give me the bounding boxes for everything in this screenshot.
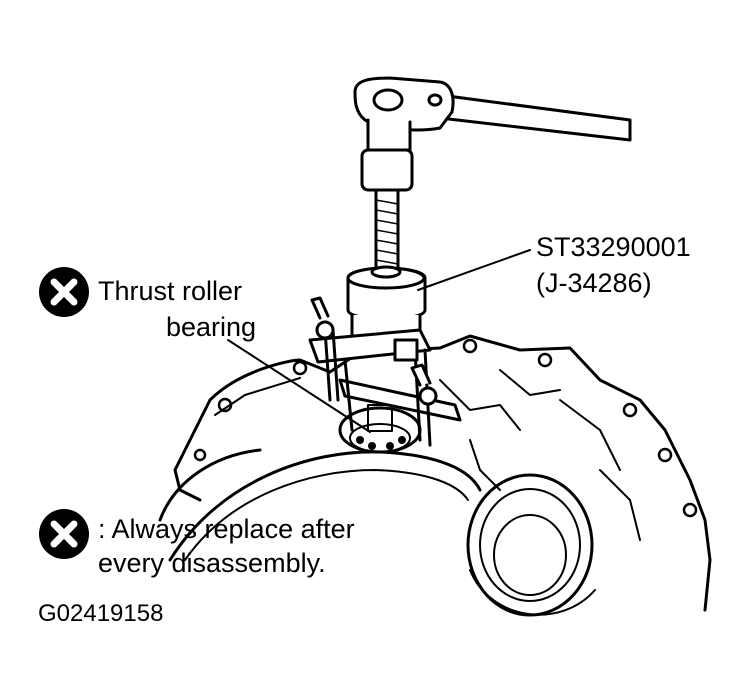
x-circle-icon: [39, 267, 89, 317]
legend-line2: every disassembly.: [98, 548, 326, 578]
part-label-line1: Thrust roller: [98, 276, 243, 306]
tool-alt-number-label: (J-34286): [536, 268, 652, 298]
bearing-leader-line: [227, 339, 371, 433]
part-label-line2: bearing: [166, 312, 257, 342]
figure-id: G02419158: [38, 600, 164, 627]
tool-leader-line: [417, 249, 531, 291]
x-circle-icon: [39, 509, 89, 559]
legend-line1: : Always replace after: [98, 514, 355, 544]
tool-number-label: ST33290001: [536, 232, 691, 262]
